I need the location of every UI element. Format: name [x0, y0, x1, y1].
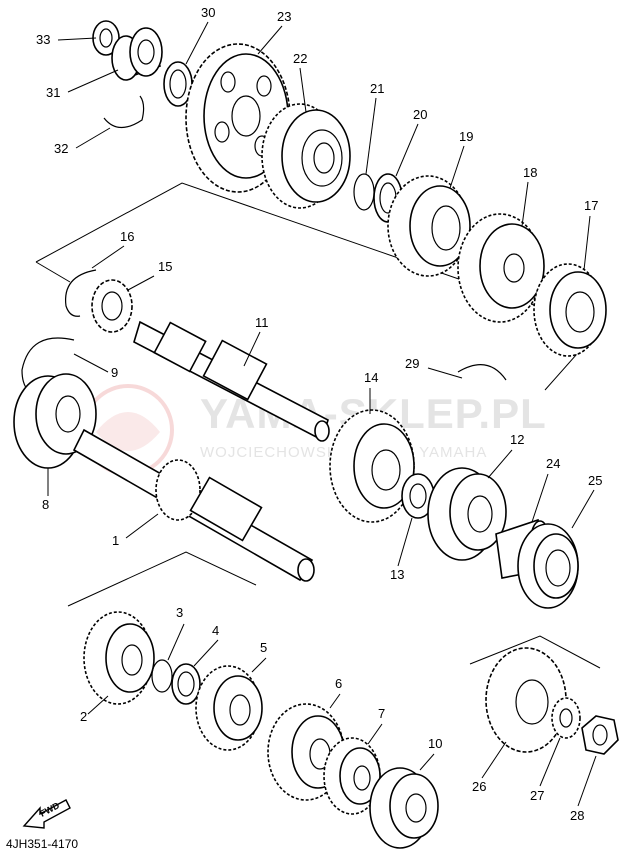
leader-line-7 — [367, 723, 383, 745]
part-15-shape[interactable] — [91, 279, 133, 333]
part-3-shape[interactable] — [151, 659, 173, 693]
part-1-shape[interactable] — [72, 428, 315, 582]
leader-line-15 — [127, 275, 155, 291]
leader-line-10 — [419, 753, 435, 771]
part-29-shape[interactable] — [457, 364, 507, 381]
part-11-shape[interactable] — [133, 320, 330, 442]
part-8-shape[interactable] — [13, 373, 97, 469]
part-number-10[interactable]: 10 — [428, 736, 442, 751]
leader-line-12 — [487, 449, 513, 479]
leader-line-6 — [329, 693, 341, 709]
leader-line-1 — [125, 513, 159, 539]
part-21-shape[interactable] — [353, 173, 375, 211]
part-number-4[interactable]: 4 — [212, 623, 219, 638]
part-number-27[interactable]: 27 — [530, 788, 544, 803]
part-19-shape[interactable] — [387, 175, 471, 277]
leader-line-2 — [87, 695, 109, 715]
leader-line-22 — [299, 67, 307, 113]
leader-line-33 — [57, 37, 97, 41]
part-number-19[interactable]: 19 — [459, 129, 473, 144]
leader-line-18 — [521, 181, 529, 227]
leader-line-29 — [427, 367, 463, 379]
part-number-18[interactable]: 18 — [523, 165, 537, 180]
part-number-8[interactable]: 8 — [42, 497, 49, 512]
part-22-shape[interactable] — [261, 103, 351, 209]
leader-line-25 — [571, 489, 595, 529]
part-number-25[interactable]: 25 — [588, 473, 602, 488]
part-number-15[interactable]: 15 — [158, 259, 172, 274]
part-number-32[interactable]: 32 — [54, 141, 68, 156]
part-30-shape[interactable] — [163, 61, 193, 107]
assembly-frame-upper — [35, 182, 601, 391]
part-18-shape[interactable] — [457, 213, 545, 323]
part-number-16[interactable]: 16 — [120, 229, 134, 244]
leader-line-19 — [449, 145, 465, 189]
leader-line-27 — [539, 737, 561, 787]
part-2-shape[interactable] — [83, 611, 155, 705]
part-32-shape[interactable] — [103, 95, 145, 129]
fwd-arrow-icon: FWD — [22, 799, 71, 829]
part-number-30[interactable]: 30 — [201, 5, 215, 20]
part-number-29[interactable]: 29 — [405, 356, 419, 371]
part-number-14[interactable]: 14 — [364, 370, 378, 385]
part-number-1[interactable]: 1 — [112, 533, 119, 548]
part-number-22[interactable]: 22 — [293, 51, 307, 66]
leader-line-9 — [73, 353, 109, 373]
leader-line-3 — [167, 623, 185, 661]
part-27-shape[interactable] — [551, 697, 581, 739]
part-26-shape[interactable] — [485, 647, 567, 753]
part-number-9[interactable]: 9 — [111, 365, 118, 380]
part-number-20[interactable]: 20 — [413, 107, 427, 122]
part-number-11[interactable]: 11 — [255, 315, 269, 330]
leader-line-13 — [397, 517, 413, 567]
part-number-23[interactable]: 23 — [277, 9, 291, 24]
part-16-shape[interactable] — [64, 269, 97, 317]
part-number-3[interactable]: 3 — [176, 605, 183, 620]
part-number-2[interactable]: 2 — [80, 709, 87, 724]
part-number-24[interactable]: 24 — [546, 456, 560, 471]
leader-line-20 — [395, 123, 419, 177]
part-number-17[interactable]: 17 — [584, 198, 598, 213]
part-12-shape[interactable] — [427, 467, 507, 561]
leader-line-5 — [251, 657, 267, 673]
part-10-shape[interactable] — [369, 767, 439, 849]
part-31-shape[interactable] — [111, 27, 163, 81]
leader-line-26 — [481, 741, 507, 779]
part-number-21[interactable]: 21 — [370, 81, 384, 96]
part-14-shape[interactable] — [329, 409, 415, 523]
leader-line-28 — [577, 755, 597, 807]
part-4-shape[interactable] — [171, 663, 201, 705]
part-number-7[interactable]: 7 — [378, 706, 385, 721]
part-28-shape[interactable] — [581, 715, 619, 755]
part-number-26[interactable]: 26 — [472, 779, 486, 794]
part-17-shape[interactable] — [533, 263, 607, 357]
leader-line-24 — [531, 473, 549, 523]
leader-line-17 — [583, 215, 591, 271]
leader-line-21 — [365, 97, 377, 175]
part-5-shape[interactable] — [195, 665, 263, 751]
part-number-6[interactable]: 6 — [335, 676, 342, 691]
part-25-shape[interactable] — [517, 523, 579, 609]
part-number-33[interactable]: 33 — [36, 32, 50, 47]
leader-line-23 — [257, 25, 283, 55]
part-number-13[interactable]: 13 — [390, 567, 404, 582]
part-number-31[interactable]: 31 — [46, 85, 60, 100]
leader-line-16 — [91, 245, 125, 269]
part-number-12[interactable]: 12 — [510, 432, 524, 447]
leader-line-30 — [185, 21, 209, 65]
leader-line-32 — [75, 127, 111, 149]
leader-line-11 — [243, 331, 261, 367]
part-number-5[interactable]: 5 — [260, 640, 267, 655]
callout-labels: 1234567891011121314151617181920212223242… — [36, 5, 602, 823]
drawing-code: 4JH351-4170 — [6, 837, 78, 851]
part-number-28[interactable]: 28 — [570, 808, 584, 823]
assembly-frame-lower — [67, 551, 601, 669]
leader-line-31 — [67, 69, 119, 93]
leader-line-4 — [193, 639, 219, 667]
part-7-shape[interactable] — [323, 737, 381, 815]
